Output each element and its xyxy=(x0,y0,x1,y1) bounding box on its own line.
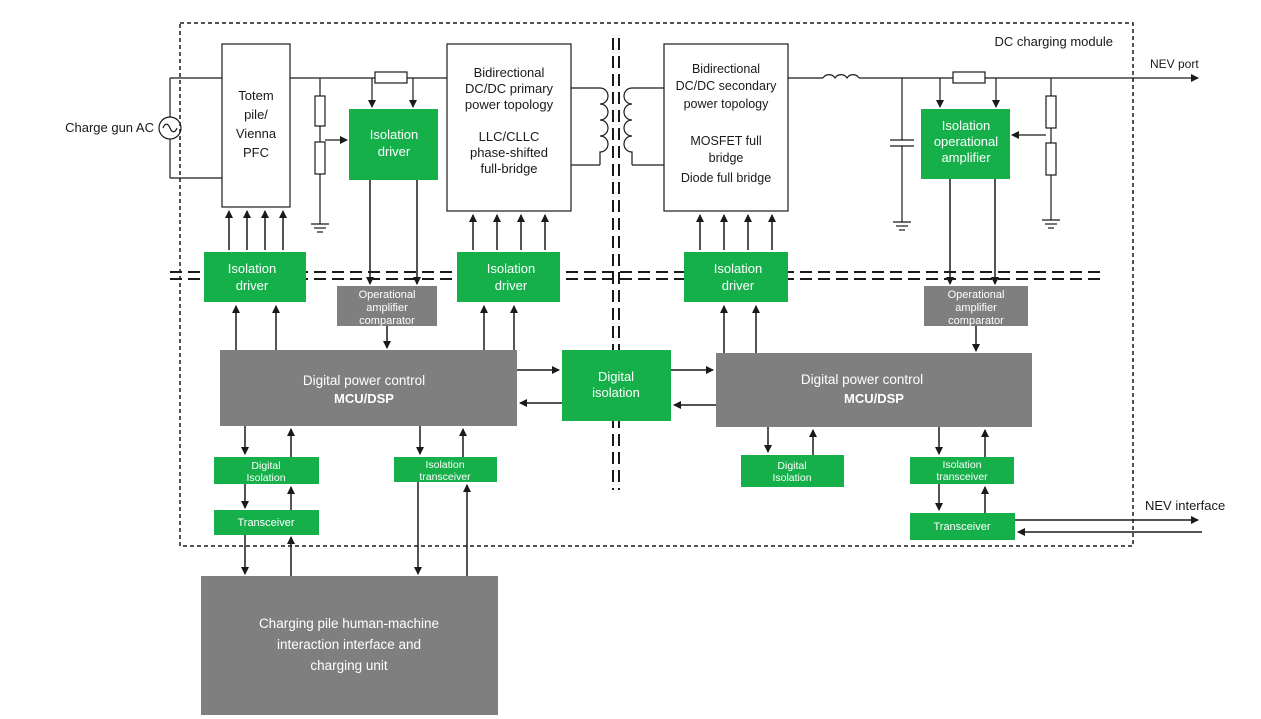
secondary-output-circuit xyxy=(788,71,1199,231)
transformer-symbol xyxy=(571,87,664,166)
svg-text:Bidirectional: Bidirectional xyxy=(692,62,760,76)
isolation-driver-primary xyxy=(457,252,560,302)
left-lower-arrows xyxy=(241,426,471,576)
hmi-label-3: charging unit xyxy=(310,658,388,673)
primary-dcdc-box xyxy=(446,43,572,212)
digital-isolation-center xyxy=(562,350,671,421)
isolation-transceiver-right-label-2: transceiver xyxy=(936,471,988,483)
isolation-driver-pfc xyxy=(204,252,306,302)
svg-text:Diode full bridge: Diode full bridge xyxy=(681,171,771,185)
pfc-label: Totem pile/ Vienna PFC xyxy=(236,88,277,160)
sense-to-comparator-lines xyxy=(366,179,999,285)
opamp-comparator-left-label-1: Operational xyxy=(359,289,416,301)
digital-isolation-right xyxy=(741,455,844,487)
digital-isolation-left xyxy=(214,457,319,484)
iso-opamp-label-3: amplifier xyxy=(941,150,991,165)
svg-text:DC/DC secondary: DC/DC secondary xyxy=(676,79,777,93)
opamp-comparator-right-label-1: Operational xyxy=(948,289,1005,301)
dpc-right-title: Digital power control xyxy=(801,372,923,387)
iso-opamp-label-2: operational xyxy=(934,134,998,149)
svg-text:bridge: bridge xyxy=(709,151,744,165)
svg-text:Totem: Totem xyxy=(238,88,273,103)
transceiver-right-label: Transceiver xyxy=(933,521,990,533)
digital-power-control-left xyxy=(220,350,517,426)
dc-charging-module-label: DC charging module xyxy=(994,34,1113,49)
isolation-driver-primary-label: Isolation xyxy=(487,261,535,276)
driver-to-stage-arrows xyxy=(225,210,776,250)
mcu-isolation-arrows xyxy=(517,366,716,409)
svg-text:full-bridge: full-bridge xyxy=(480,161,537,176)
digital-isolation-right-label-2: Isolation xyxy=(772,472,811,484)
dpc-left-title: Digital power control xyxy=(303,373,425,388)
primary-dc-bus xyxy=(290,71,447,233)
mcu-driver-arrows xyxy=(232,305,980,353)
transceiver-right xyxy=(910,513,1015,540)
digital-isolation-left-label-1: Digital xyxy=(251,460,280,472)
digital-isolation-left-label-2: Isolation xyxy=(246,472,285,484)
svg-text:pile/: pile/ xyxy=(244,107,268,122)
digital-power-control-right xyxy=(716,353,1032,427)
nev-port-label: NEV port xyxy=(1150,57,1199,71)
hmi-label-1: Charging pile human-machine xyxy=(259,616,439,631)
isolation-driver-primary-sense-label: Isolation xyxy=(370,127,418,142)
svg-text:Vienna: Vienna xyxy=(236,126,277,141)
opamp-comparator-left xyxy=(337,286,437,326)
isolation-driver-primary-sense-label-2: driver xyxy=(378,144,411,159)
svg-text:Bidirectional: Bidirectional xyxy=(474,65,545,80)
opamp-comparator-right-label-2: amplifier xyxy=(955,302,997,314)
dpc-right-subtitle: MCU/DSP xyxy=(844,391,904,406)
svg-text:power topology: power topology xyxy=(465,97,554,112)
ac-source-symbol xyxy=(158,77,222,179)
pfc-box xyxy=(221,43,291,208)
isolation-operational-amplifier xyxy=(921,109,1010,179)
right-lower-arrows xyxy=(764,427,1202,536)
isolation-barrier-vertical xyxy=(612,38,620,490)
isolation-driver-secondary-label-2: driver xyxy=(722,278,755,293)
svg-text:phase-shifted: phase-shifted xyxy=(470,145,548,160)
svg-text:LLC/CLLC: LLC/CLLC xyxy=(479,129,540,144)
isolation-transceiver-right xyxy=(910,457,1014,484)
secondary-dcdc-label: Bidirectional DC/DC secondary power topo… xyxy=(676,62,777,185)
isolation-driver-secondary xyxy=(684,252,788,302)
isolation-driver-primary-sense xyxy=(349,109,438,180)
opamp-comparator-right-label-3: comparator xyxy=(948,315,1004,327)
isolation-driver-primary-label-2: driver xyxy=(495,278,528,293)
svg-text:PFC: PFC xyxy=(243,145,269,160)
digital-isolation-center-label-1: Digital xyxy=(598,369,634,384)
opamp-comparator-left-label-3: comparator xyxy=(359,315,415,327)
isolation-driver-pfc-label-2: driver xyxy=(236,278,269,293)
transceiver-left xyxy=(214,510,319,535)
digital-isolation-center-label-2: isolation xyxy=(592,385,640,400)
charge-gun-ac-label: Charge gun AC xyxy=(65,120,154,135)
opamp-comparator-right xyxy=(924,286,1028,326)
svg-text:MOSFET full: MOSFET full xyxy=(690,134,761,148)
hmi-label-2: interaction interface and xyxy=(277,637,421,652)
nev-interface-label: NEV interface xyxy=(1145,498,1225,513)
digital-isolation-right-label-1: Digital xyxy=(777,460,806,472)
isolation-transceiver-left-label-2: transceiver xyxy=(419,471,471,483)
iso-opamp-label-1: Isolation xyxy=(942,118,990,133)
secondary-dcdc-box xyxy=(663,43,789,212)
isolation-driver-secondary-label: Isolation xyxy=(714,261,762,276)
isolation-transceiver-right-label-1: Isolation xyxy=(942,459,981,471)
hmi-charging-unit xyxy=(201,576,498,715)
isolation-driver-pfc-label: Isolation xyxy=(228,261,276,276)
dpc-left-subtitle: MCU/DSP xyxy=(334,391,394,406)
transceiver-left-label: Transceiver xyxy=(237,517,294,529)
isolation-transceiver-left xyxy=(394,457,497,482)
isolation-barrier-horizontal xyxy=(170,271,1100,280)
svg-text:DC/DC primary: DC/DC primary xyxy=(465,81,554,96)
primary-dcdc-label: Bidirectional DC/DC primary power topolo… xyxy=(465,65,554,176)
opamp-comparator-left-label-2: amplifier xyxy=(366,302,408,314)
dc-charging-module-border xyxy=(179,22,1134,547)
svg-text:power topology: power topology xyxy=(684,97,770,111)
isolation-transceiver-left-label-1: Isolation xyxy=(425,459,464,471)
